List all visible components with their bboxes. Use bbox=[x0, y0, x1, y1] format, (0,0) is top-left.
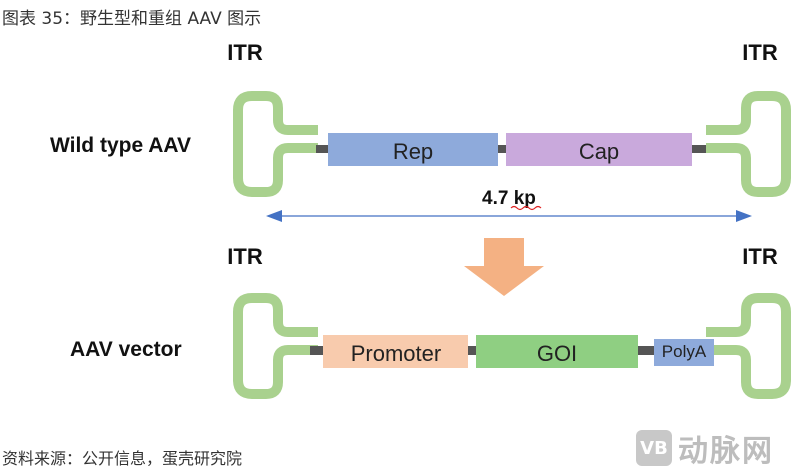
vec-itr-right-label: ITR bbox=[742, 244, 778, 269]
vec-promoter-box bbox=[323, 335, 468, 368]
size-arrowhead-left bbox=[266, 210, 282, 222]
wt-cap-label: Cap bbox=[579, 139, 619, 164]
wt-itr-right bbox=[706, 91, 791, 197]
wt-itr-left bbox=[233, 91, 318, 197]
source-note: 资料来源：公开信息，蛋壳研究院 bbox=[2, 449, 243, 468]
vec-itr-right bbox=[706, 293, 791, 399]
wt-rep-box bbox=[328, 133, 498, 166]
watermark-logo: VB bbox=[636, 430, 672, 466]
wt-label: Wild type AAV bbox=[50, 134, 191, 157]
vec-itr-left bbox=[233, 293, 318, 399]
figure-caption: 图表 35：野生型和重组 AAV 图示 bbox=[2, 9, 262, 29]
spellcheck-underline bbox=[510, 205, 542, 211]
vec-connector-mid bbox=[468, 346, 476, 355]
wt-connector-mid bbox=[498, 145, 506, 153]
vec-goi-box bbox=[476, 335, 638, 368]
vec-polya-box bbox=[654, 339, 714, 366]
transform-arrow bbox=[464, 238, 544, 296]
wt-rep-label: Rep bbox=[393, 139, 433, 164]
vec-itr-left-label: ITR bbox=[227, 244, 263, 269]
wt-connector-right bbox=[692, 145, 706, 153]
vec-polya-label: PolyA bbox=[662, 342, 707, 361]
wt-itr-left-label: ITR bbox=[227, 40, 263, 65]
vec-connector-right bbox=[638, 346, 654, 355]
vec-promoter-label: Promoter bbox=[351, 341, 441, 366]
watermark-text: 动脉网 bbox=[678, 434, 774, 469]
size-arrowhead-right bbox=[736, 210, 752, 222]
wt-connector-left bbox=[316, 145, 328, 153]
vec-goi-label: GOI bbox=[537, 341, 577, 366]
vec-label: AAV vector bbox=[70, 338, 182, 361]
wt-size-label: 4.7 kp bbox=[482, 188, 536, 209]
vec-connector-left bbox=[310, 346, 324, 355]
wt-itr-right-label: ITR bbox=[742, 40, 778, 65]
wt-cap-box bbox=[506, 133, 692, 166]
watermark: VB 动脉网 bbox=[636, 426, 774, 470]
